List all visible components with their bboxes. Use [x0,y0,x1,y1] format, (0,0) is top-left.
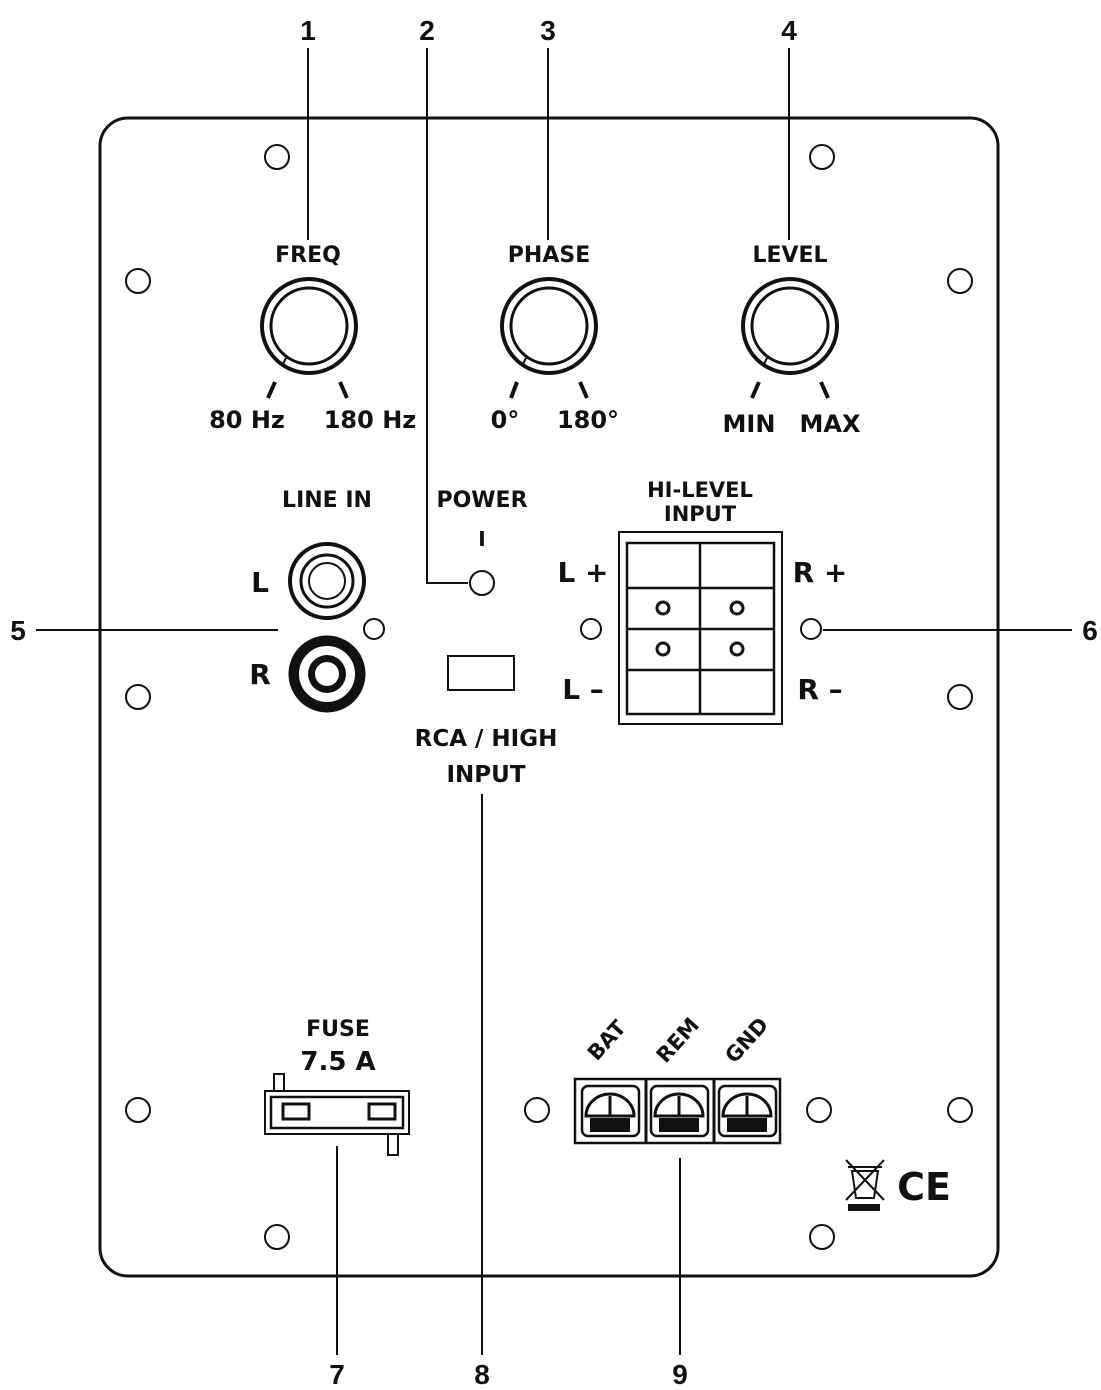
phase-label: PHASE [508,243,590,268]
rca-jack-left[interactable] [288,542,366,620]
callout-2: 2 [419,15,435,46]
level-max-label: MAX [800,410,861,438]
rca-high-switch[interactable]: RCA / HIGH INPUT [415,655,558,788]
level-label: LEVEL [752,243,827,268]
terminal-screw-l-plus[interactable] [655,600,671,616]
l-minus-label: L – [562,673,604,706]
callout-3: 3 [540,15,556,46]
r-plus-label: R + [793,556,848,589]
line-in-left-label: L [251,566,269,599]
level-min-label: MIN [723,410,776,438]
rca-switch-label-1: RCA / HIGH [415,726,558,752]
line-in-label: LINE IN [282,488,372,513]
freq-min-label: 80 Hz [209,406,285,434]
phase-knob[interactable]: PHASE 0° 180° [491,243,619,434]
callout-4: 4 [781,15,797,46]
line-in-jacks[interactable]: LINE IN L R [249,488,385,713]
rca-switch-label-2: INPUT [446,762,525,788]
ce-mark-icon: CE [897,1165,951,1209]
terminal-screw-gnd[interactable] [717,1084,778,1138]
terminal-screw-rem[interactable] [649,1084,710,1138]
freq-label: FREQ [275,243,341,268]
callout-8: 8 [474,1359,490,1390]
terminal-screw-r-minus[interactable] [729,641,745,657]
callout-5: 5 [10,615,26,646]
fuse-rating: 7.5 A [300,1047,375,1077]
phase-max-label: 180° [557,406,619,434]
power-mark: I [478,527,485,551]
hi-level-label-1: HI-LEVEL [647,478,753,502]
panel-plate [98,116,1000,1278]
callout-9: 9 [672,1359,688,1390]
callout-7: 7 [329,1359,345,1390]
hi-level-input[interactable]: HI-LEVEL INPUT L + L – R + R – [557,478,848,725]
leader-lines [36,48,1072,1355]
phase-min-label: 0° [491,406,520,434]
hi-level-label-2: INPUT [664,502,737,526]
r-minus-label: R – [797,673,842,706]
freq-knob[interactable]: FREQ 80 Hz 180 Hz [209,243,416,434]
level-knob[interactable]: LEVEL MIN MAX [723,243,861,438]
mounting-holes [125,144,973,1250]
freq-max-label: 180 Hz [324,406,417,434]
terminal-screw-r-plus[interactable] [729,600,745,616]
l-plus-label: L + [557,556,608,589]
callout-1: 1 [300,15,316,46]
terminal-screw-bat[interactable] [580,1084,641,1138]
power-terminal-block[interactable]: BAT REM GND [573,1013,782,1145]
terminal-screw-l-minus[interactable] [655,641,671,657]
callout-6: 6 [1082,615,1098,646]
fuse-label: FUSE [306,1017,370,1042]
power-label: POWER [436,488,527,513]
line-in-right-label: R [249,658,271,691]
power-led [469,570,495,596]
weee-bin-icon [845,1159,885,1211]
power-indicator: POWER I [436,488,528,596]
fuse-holder[interactable]: FUSE 7.5 A [264,1017,410,1156]
